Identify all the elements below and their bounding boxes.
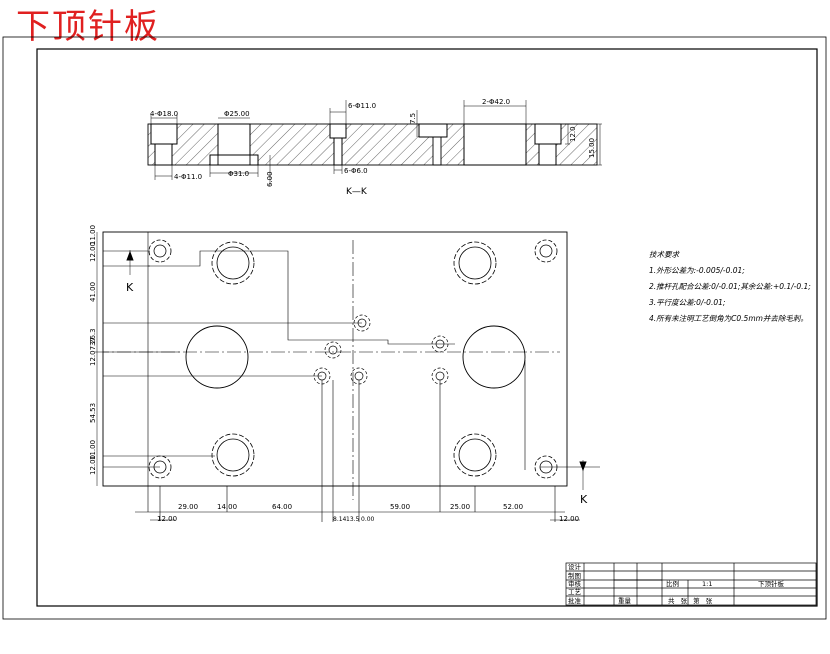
corner-holes	[148, 239, 558, 479]
bottom-dim: 59.00	[390, 503, 410, 511]
inner-frame	[36, 48, 818, 607]
hole-small	[432, 136, 442, 166]
tb-row-label: 制图	[568, 571, 581, 580]
technical-notes: 技术要求 1.外形公差为:-0.005/-0.01; 2.推杆孔配合公差:0/-…	[649, 250, 811, 323]
tb-row-label: 工艺	[568, 588, 582, 596]
callout-text: 7.5	[409, 113, 417, 124]
hole-left	[154, 143, 173, 166]
section-line	[148, 250, 455, 345]
counterbored-holes	[211, 241, 497, 477]
title-block	[565, 562, 817, 606]
callout-text: 15.00	[588, 138, 596, 158]
section-view	[147, 100, 602, 185]
left-dim: 37	[89, 337, 97, 346]
bottom-dim: 8.14	[333, 516, 347, 523]
section-mark: K	[126, 281, 134, 294]
drawing-title: 下顶针板	[16, 7, 160, 47]
notes-heading: 技术要求	[649, 250, 680, 259]
ejector-holes	[313, 314, 449, 385]
section-callouts: 4-Φ18.0 4-Φ11.0 Φ25.00 Φ31.0 6-Φ11.0 6-Φ…	[150, 98, 596, 197]
tb-row-label: 批准	[568, 596, 582, 605]
left-dim: 11.00	[89, 225, 97, 245]
tb-weight-label: 重量	[618, 597, 632, 605]
callout-text: 4-Φ11.0	[174, 173, 202, 181]
large-bore-right	[462, 325, 526, 389]
counterbore-6	[329, 123, 347, 139]
note-item: 4.所有未注明工艺倒角为C0.5mm并去除毛刺。	[649, 314, 808, 323]
section-outline	[147, 123, 598, 166]
callout-text: 2-Φ42.0	[482, 98, 510, 106]
left-dim: 11.00	[89, 440, 97, 460]
plan-view	[95, 231, 600, 522]
tb-sheet-labels: 共 张 第 张	[668, 596, 714, 605]
note-item: 1.外形公差为:-0.005/-0.01;	[649, 266, 745, 275]
plate-outline	[102, 231, 568, 487]
plan-labels: K K 11.00 12.00 41.00 26.3 12.07 37 54.5…	[89, 225, 588, 523]
callout-text: Φ31.0	[228, 170, 249, 178]
tb-part-name: 下顶针板	[758, 579, 785, 588]
tb-row-label: 设计	[568, 562, 582, 571]
callout-text: 6-Φ11.0	[348, 102, 376, 110]
callout-text: 6-Φ6.0	[344, 167, 368, 175]
bottom-dim: 13.5	[346, 516, 360, 523]
edge-dim: 12.00	[157, 515, 177, 523]
section-mark: K	[580, 493, 588, 506]
left-dim: 41.00	[89, 282, 97, 302]
tb-row-label: 审核	[568, 579, 582, 588]
bottom-dim: 14.00	[217, 503, 237, 511]
section-arrow	[126, 250, 134, 261]
counterbore-right	[534, 123, 562, 145]
callout-text: 6.00	[266, 171, 274, 187]
left-dim: 12.00	[89, 242, 97, 262]
note-item: 2.推杆孔配合公差:0/-0.01;其余公差:+0.1/-0.1;	[649, 282, 811, 291]
counterbore-31	[209, 154, 259, 166]
edge-dim: 12.00	[559, 515, 579, 523]
hole-6	[333, 137, 343, 166]
section-arrow	[579, 461, 587, 472]
left-dim: 26.3	[89, 328, 97, 344]
bottom-dim: 25.00	[450, 503, 470, 511]
left-dim: 12.07	[89, 346, 97, 366]
callout-text: 4-Φ18.0	[150, 110, 178, 118]
large-bore-left	[185, 325, 249, 389]
counterbore-left	[150, 123, 178, 145]
callout-text: 12.0	[569, 126, 577, 142]
left-dim: 12.00	[89, 455, 97, 475]
title-block-text: 设计 制图 审核 工艺 批准 比例 1:1 下顶针板 重量 共 张 第 张	[568, 562, 785, 605]
left-dim: 54.53	[89, 403, 97, 423]
hole-right	[538, 143, 557, 166]
step-75	[418, 123, 448, 138]
bore-42	[463, 123, 527, 166]
bottom-dim: 29.00	[178, 503, 198, 511]
tb-scale-label: 比例	[666, 579, 679, 588]
tb-scale: 1:1	[702, 580, 712, 588]
section-label: K—K	[346, 187, 368, 197]
note-item: 3.平行度公差:0/-0.01;	[649, 298, 725, 307]
bottom-dim: 52.00	[503, 503, 523, 511]
outer-frame	[2, 36, 827, 620]
bottom-dim: 0.00	[361, 516, 375, 523]
bottom-dim: 64.00	[272, 503, 292, 511]
callout-text: Φ25.00	[224, 110, 250, 118]
